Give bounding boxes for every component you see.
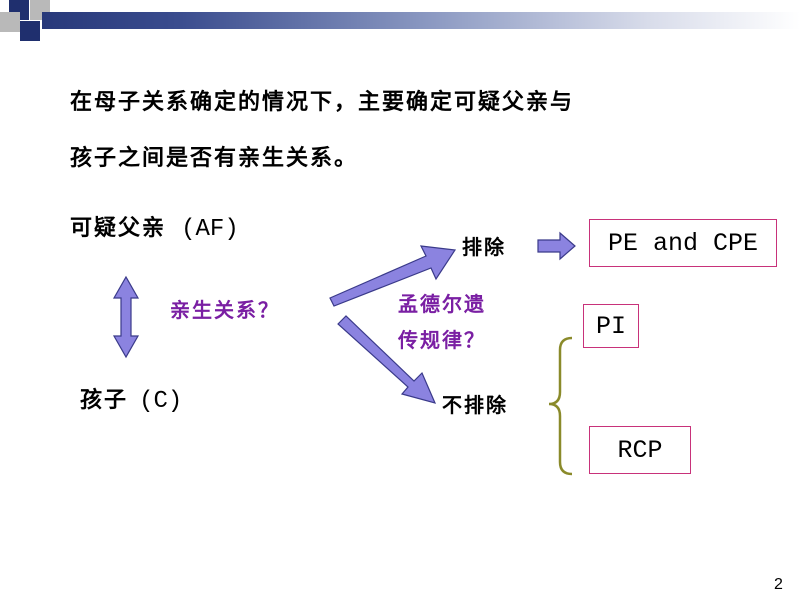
brace-icon [548,336,573,476]
intro-line-2: 孩子之间是否有亲生关系。 [70,146,359,171]
deco-square [20,21,40,41]
af-label: 可疑父亲 [70,216,167,241]
intro-line-1: 在母子关系确定的情况下，主要确定可疑父亲与 [70,90,575,115]
header-gradient-bar [42,12,800,29]
exclude-label: 排除 [462,235,506,259]
double-arrow-icon [112,275,140,359]
af-abbr: (AF) [181,216,239,243]
arrow-down-right-icon [337,315,437,404]
kinship-question: 亲生关系？ [170,298,280,322]
result-box-pi: PI [583,304,639,348]
page-number: 2 [774,576,783,593]
child-label: 孩子 [80,388,129,413]
mendel-line-2: 传规律？ [398,328,486,352]
mendel-line-1: 孟德尔遗 [398,292,486,316]
af-label-group: 可疑父亲 (AF) [70,210,239,243]
arrow-right-icon [537,231,576,261]
result-box-pe-cpe: PE and CPE [589,219,777,267]
result-box-rcp: RCP [589,426,691,474]
arrow-up-right-icon [329,245,457,307]
not-exclude-label: 不排除 [442,393,508,417]
deco-square [0,12,20,32]
child-abbr: (C) [139,388,183,415]
child-label-group: 孩子 (C) [80,382,182,415]
